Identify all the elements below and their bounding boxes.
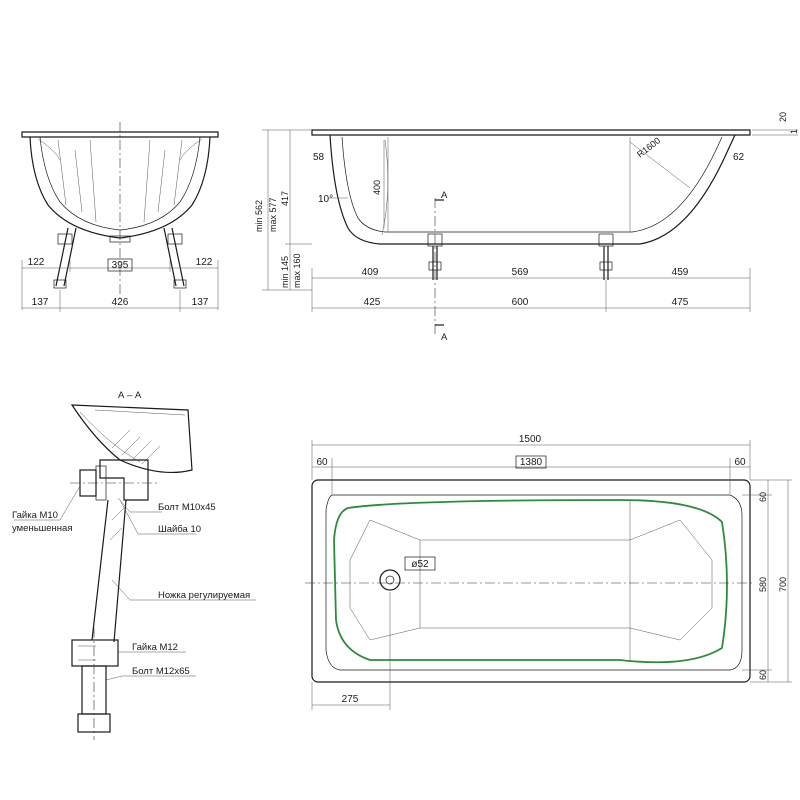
end-outer-left: 137 (32, 297, 49, 308)
drain-diameter: ø52 (411, 559, 429, 570)
end-right-leg-dim: 122 (196, 257, 213, 268)
plan-total-length: 1500 (519, 434, 542, 445)
height-max: max 577 (268, 197, 278, 232)
label-nut-m10: Гайка М10 (12, 510, 58, 521)
side-dim-409: 409 (362, 267, 379, 278)
bowl-outline (333, 499, 728, 664)
rim-thickness-top: 20 (778, 112, 788, 122)
side-dim-600: 600 (512, 297, 529, 308)
side-rim-right: 62 (733, 152, 745, 163)
label-bolt-m12: Болт М12х65 (132, 666, 190, 677)
side-angle: 10° (318, 194, 333, 205)
end-left-leg-dim: 122 (28, 257, 45, 268)
label-bolt-m10: Болт М10х45 (158, 502, 216, 513)
section-aa: А – А Гайка М10 уменьшенная Болт М10х45 … (12, 390, 256, 740)
end-inner-dim: 395 (112, 260, 129, 271)
label-nut-m10-sub: уменьшенная (12, 523, 72, 534)
plan-width-inner: 580 (758, 577, 768, 592)
height-inner: 417 (280, 191, 290, 206)
side-view: A A 58 62 10° 400 R1600 min 562 max 577 … (254, 112, 799, 343)
section-title: А – А (118, 390, 142, 401)
plan-rim-bottom: 60 (758, 670, 768, 680)
side-radius: R1600 (635, 135, 662, 159)
end-outer-right: 137 (192, 297, 209, 308)
side-dim-425: 425 (364, 297, 381, 308)
label-nut-m12: Гайка М12 (132, 642, 178, 653)
drain-offset: 275 (342, 694, 359, 705)
plan-rim-top: 60 (758, 492, 768, 502)
end-view: 395 122 122 137 426 137 (21, 122, 219, 312)
side-dim-475: 475 (672, 297, 689, 308)
height-min: min 562 (254, 200, 264, 232)
side-dim-569: 569 (512, 267, 529, 278)
plan-view: ø52 1500 1380 60 60 275 60 580 60 700 (305, 434, 792, 710)
plan-width-total: 700 (778, 577, 788, 592)
leg-min: min 145 (280, 256, 290, 288)
end-outer-mid: 426 (112, 297, 129, 308)
plan-inner-length: 1380 (520, 457, 543, 468)
label-washer: Шайба 10 (158, 524, 201, 535)
side-dim-459: 459 (672, 267, 689, 278)
side-rim-left: 58 (313, 152, 325, 163)
side-depth: 400 (372, 180, 382, 195)
label-leg: Ножка регулируемая (158, 590, 250, 601)
plan-right-rim: 60 (734, 457, 746, 468)
section-mark-top: A (441, 190, 448, 201)
section-mark-bottom: A (441, 332, 448, 343)
rim-thickness-side: 1 (789, 129, 799, 134)
plan-left-rim: 60 (316, 457, 328, 468)
leg-max: max 160 (292, 253, 302, 288)
